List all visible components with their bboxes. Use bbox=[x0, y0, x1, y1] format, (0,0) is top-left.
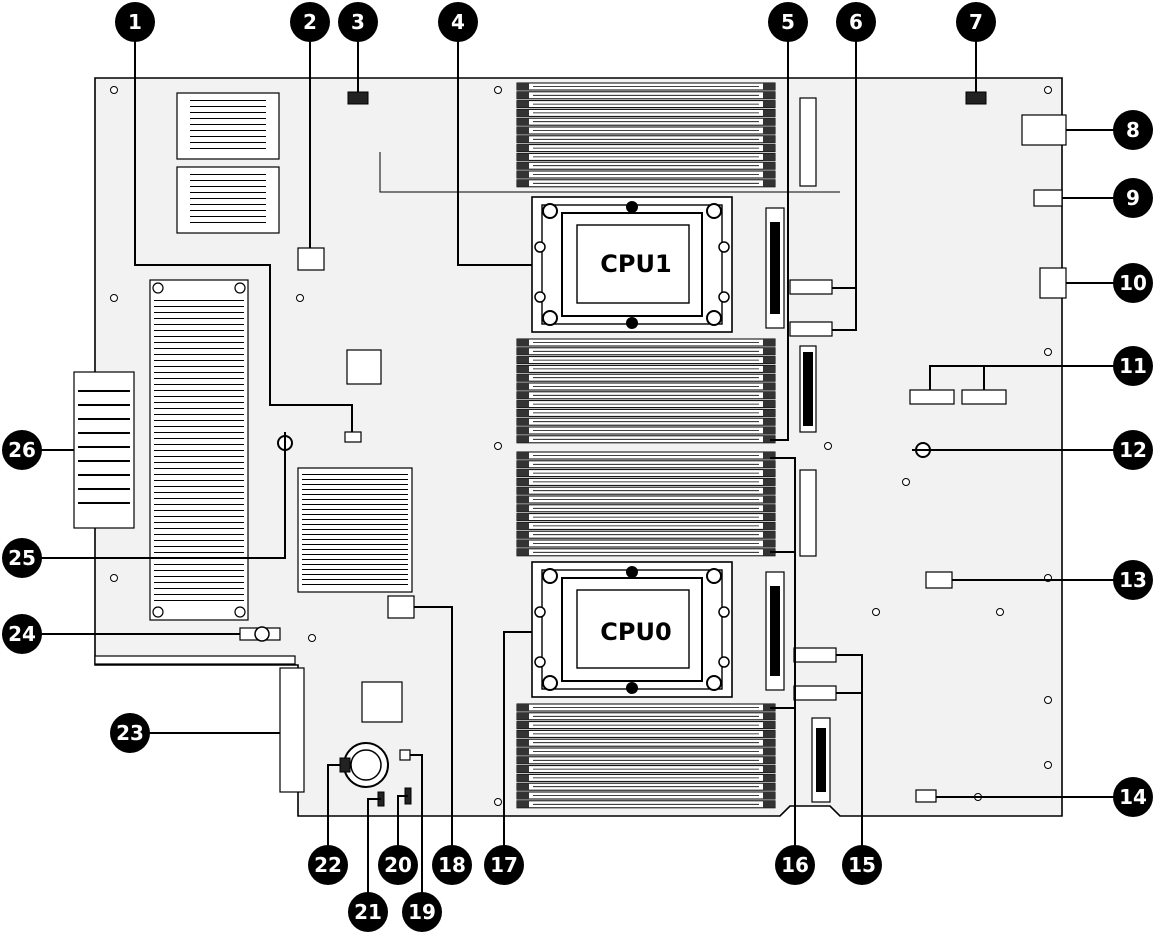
callout-9: 9 bbox=[1113, 178, 1153, 218]
callout-20: 20 bbox=[378, 845, 418, 885]
callout-number: 20 bbox=[384, 853, 412, 877]
callout-number: 13 bbox=[1119, 568, 1147, 592]
callout-number: 11 bbox=[1119, 354, 1147, 378]
standoff-left bbox=[277, 432, 293, 470]
callout-number: 17 bbox=[490, 853, 518, 877]
standoff-right bbox=[912, 442, 934, 458]
callout-6: 6 bbox=[836, 2, 876, 42]
callout-25: 25 bbox=[2, 538, 42, 578]
callout-number: 22 bbox=[314, 853, 342, 877]
left-large-heatsink bbox=[149, 279, 249, 621]
m2-connector-1 bbox=[909, 389, 955, 405]
callout-1: 1 bbox=[115, 2, 155, 42]
cpu0-label: CPU0 bbox=[600, 618, 671, 646]
center-heatsink bbox=[297, 467, 413, 593]
callout-12: 12 bbox=[1113, 430, 1153, 470]
callout-number: 7 bbox=[969, 10, 983, 34]
callout-number: 23 bbox=[116, 721, 144, 745]
vertical-connectors bbox=[765, 97, 831, 803]
callout-number: 10 bbox=[1119, 271, 1147, 295]
board-outline bbox=[94, 77, 1063, 817]
callout-number: 25 bbox=[8, 546, 36, 570]
callout-15: 15 bbox=[842, 845, 882, 885]
callout-number: 15 bbox=[848, 853, 876, 877]
callout-number: 8 bbox=[1126, 118, 1140, 142]
callout-number: 26 bbox=[8, 438, 36, 462]
callout-10: 10 bbox=[1113, 263, 1153, 303]
chip-upper bbox=[346, 349, 382, 385]
callout-8: 8 bbox=[1113, 110, 1153, 150]
callout-7: 7 bbox=[956, 2, 996, 42]
callout-number: 6 bbox=[849, 10, 863, 34]
chip-lower bbox=[361, 681, 403, 723]
callout-number: 12 bbox=[1119, 438, 1147, 462]
callout-13: 13 bbox=[1113, 560, 1153, 600]
callout-14: 14 bbox=[1113, 777, 1153, 817]
callout-number: 4 bbox=[451, 10, 465, 34]
rj45-port bbox=[1021, 114, 1067, 146]
callout-number: 16 bbox=[781, 853, 809, 877]
callout-number: 5 bbox=[781, 10, 795, 34]
callout-23: 23 bbox=[110, 713, 150, 753]
pcie-riser-bottom bbox=[94, 655, 305, 793]
callout-26: 26 bbox=[2, 430, 42, 470]
mounting-holes bbox=[110, 86, 1052, 806]
callout-number: 24 bbox=[8, 622, 36, 646]
callout-5: 5 bbox=[768, 2, 808, 42]
upper-left-heatsinks bbox=[176, 92, 280, 234]
callout-11: 11 bbox=[1113, 346, 1153, 386]
air-baffle-rail bbox=[379, 152, 840, 193]
callout-16: 16 bbox=[775, 845, 815, 885]
callout-18: 18 bbox=[432, 845, 472, 885]
callout-2: 2 bbox=[290, 2, 330, 42]
callout-3: 3 bbox=[338, 2, 378, 42]
callout-4: 4 bbox=[438, 2, 478, 42]
callout-22: 22 bbox=[308, 845, 348, 885]
callout-number: 1 bbox=[128, 10, 142, 34]
power-button bbox=[1033, 189, 1063, 207]
callout-number: 3 bbox=[351, 10, 365, 34]
callout-number: 21 bbox=[354, 900, 382, 924]
callout-number: 2 bbox=[303, 10, 317, 34]
callout-number: 14 bbox=[1119, 785, 1147, 809]
m2-connector-2 bbox=[961, 389, 1007, 405]
callout-21: 21 bbox=[348, 892, 388, 932]
usb-port bbox=[1039, 267, 1067, 299]
callout-24: 24 bbox=[2, 614, 42, 654]
callout-17: 17 bbox=[484, 845, 524, 885]
callout-number: 18 bbox=[438, 853, 466, 877]
callout-number: 9 bbox=[1126, 186, 1140, 210]
callout-number: 19 bbox=[408, 900, 436, 924]
riser-connector-left bbox=[73, 371, 135, 529]
callout-leader-lines bbox=[22, 22, 1120, 908]
cpu1-label: CPU1 bbox=[600, 250, 671, 278]
callout-19: 19 bbox=[402, 892, 442, 932]
